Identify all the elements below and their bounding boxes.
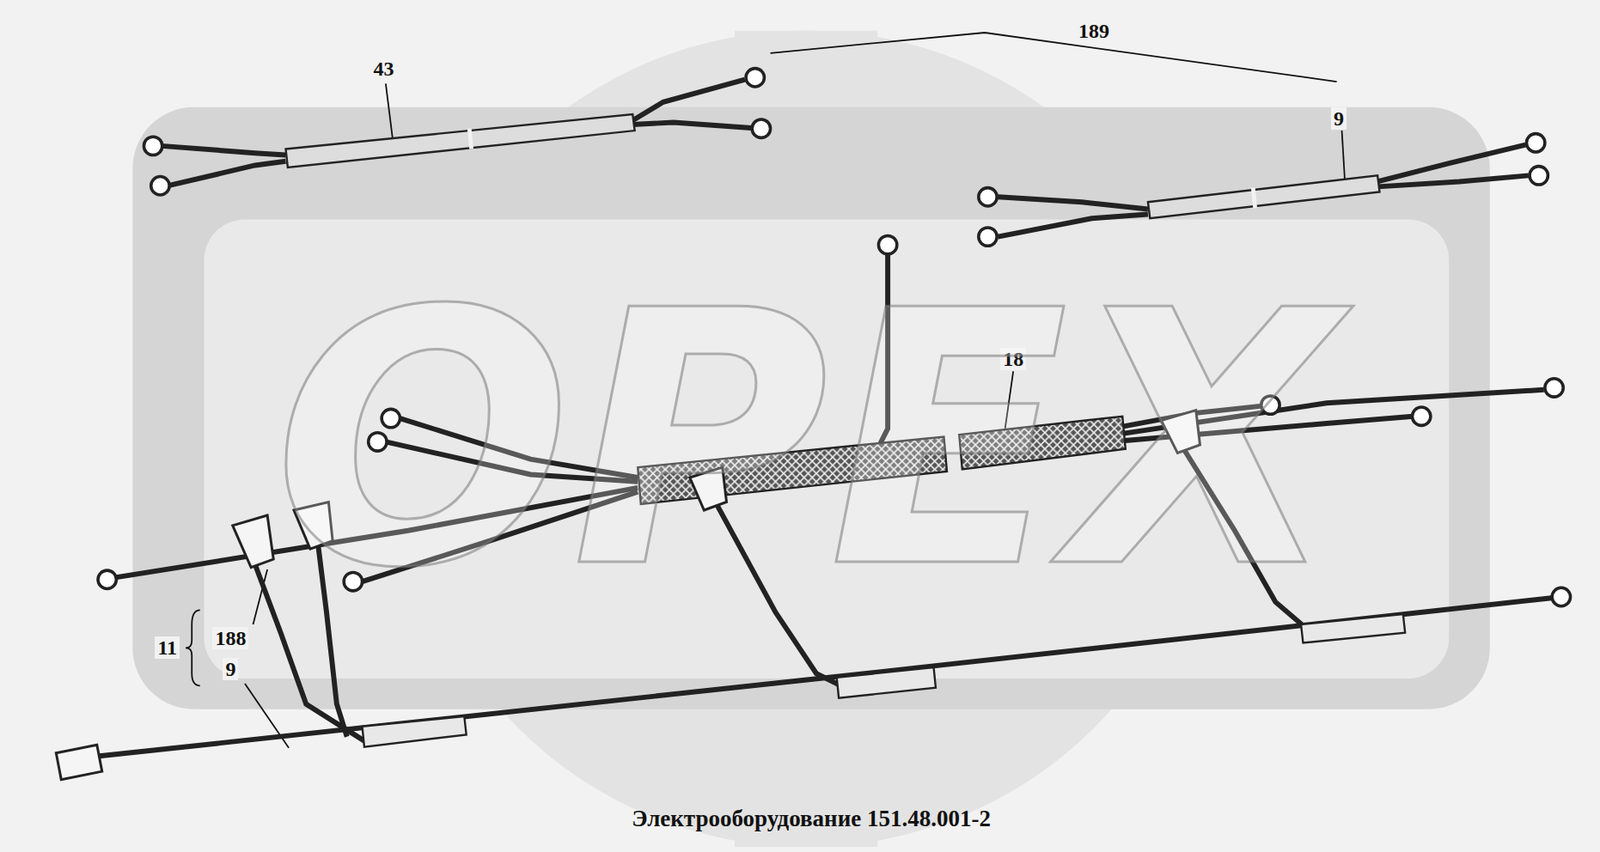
callout-number: 189	[1075, 19, 1112, 43]
callout-number: 9	[1331, 107, 1347, 130]
cable-43	[161, 79, 761, 187]
watermark: OPEX	[273, 265, 1339, 617]
callout-number: 9	[222, 658, 239, 681]
callout-number: 43	[371, 57, 397, 80]
cable-sleeves	[362, 614, 1406, 747]
watermark-logo	[132, 30, 1490, 848]
harness-wires	[61, 255, 1562, 761]
callout-number: 11	[154, 636, 180, 660]
cable-9	[997, 145, 1529, 238]
callout-number: 188	[212, 627, 249, 650]
caption: Электрооборудование 151.48.001-2	[631, 806, 991, 833]
